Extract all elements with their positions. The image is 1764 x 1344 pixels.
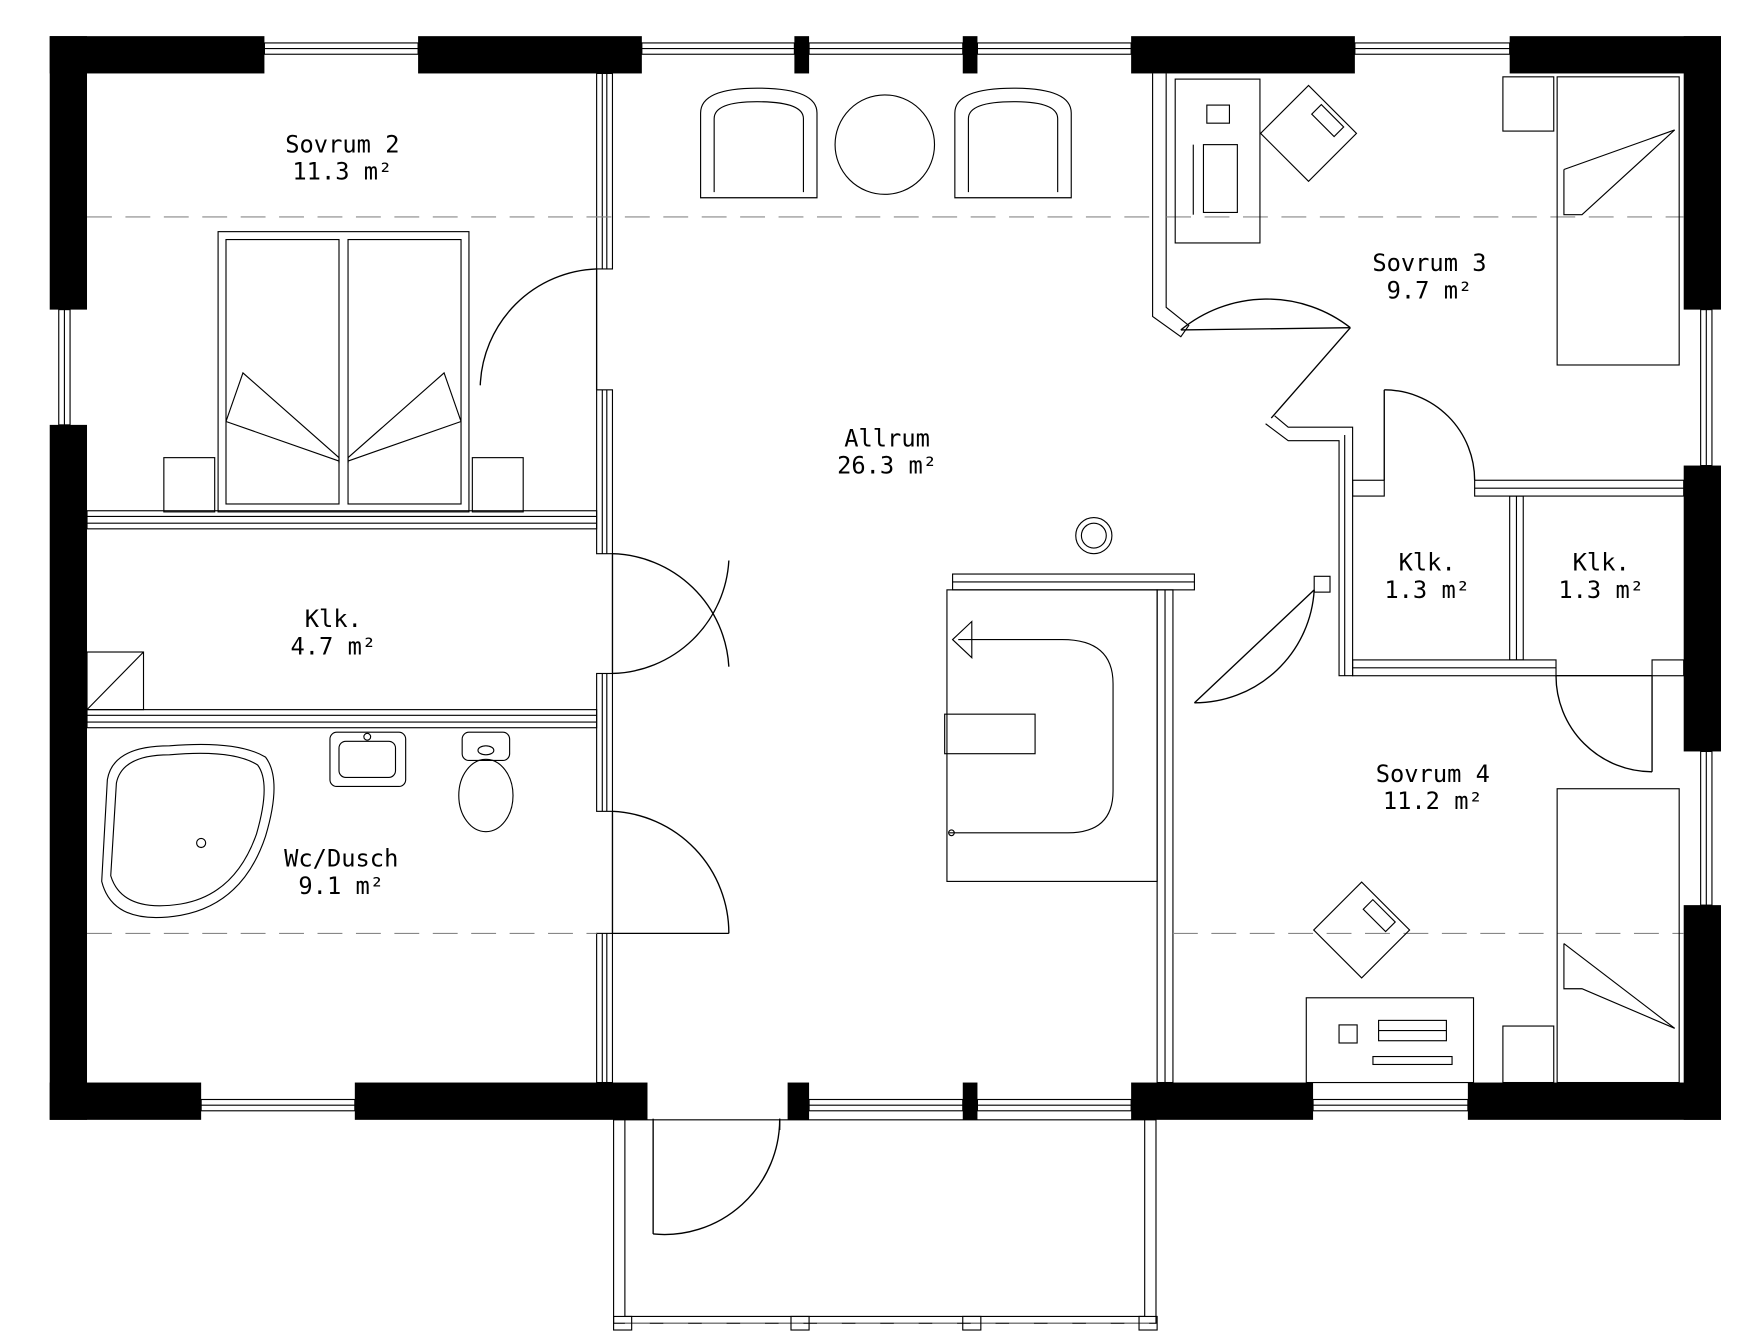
wall-bottom-5 <box>1131 1082 1314 1120</box>
single-bed-sovrum3 <box>1502 76 1680 366</box>
door-klk-right-1 <box>1383 389 1476 481</box>
single-bed-sovrum4 <box>1502 788 1680 1084</box>
toilet <box>458 731 514 833</box>
wall-top-2 <box>418 36 642 74</box>
wall-top-5 <box>1131 36 1355 74</box>
desk-sovrum3 <box>1174 78 1261 244</box>
kitchen-unit <box>944 620 1114 837</box>
door-sovrum4 <box>1193 589 1315 704</box>
room-labels: Sovrum 2 11.3 m² Sovrum 3 9.7 m² Allrum … <box>284 131 1644 900</box>
window-left-1 <box>58 309 71 426</box>
window-bottom-3 <box>976 1098 1132 1112</box>
room-wc-dusch-name: Wc/Dusch <box>284 845 398 873</box>
window-top-4 <box>976 42 1132 55</box>
window-top-1 <box>263 42 419 55</box>
window-bottom-4 <box>1312 1098 1469 1112</box>
entrance-porch <box>613 1119 1158 1331</box>
wall-right-2 <box>1683 465 1721 752</box>
exterior-walls <box>49 36 1721 1120</box>
wall-top-3 <box>794 36 810 74</box>
room-klk-left-area: 4.7 m² <box>291 632 377 660</box>
wall-left-1 <box>49 36 88 310</box>
nightstand-left <box>163 457 216 513</box>
room-klk-mid-area: 1.3 m² <box>1384 576 1470 604</box>
room-sovrum2-name: Sovrum 2 <box>285 131 399 159</box>
room-klk-right-name: Klk. <box>1573 549 1630 577</box>
room-sovrum2-area: 11.3 m² <box>292 158 392 186</box>
window-bottom-1 <box>200 1098 356 1112</box>
door-sovrum2 <box>479 268 598 390</box>
door-klk-left <box>611 553 730 675</box>
room-klk-left-name: Klk. <box>305 605 362 633</box>
door-klk-right-2 <box>1555 675 1653 773</box>
room-wc-dusch-area: 9.1 m² <box>298 872 384 900</box>
wall-bottom-6 <box>1467 1082 1721 1120</box>
office-chair-sovrum3 <box>1259 84 1358 183</box>
shower-corner <box>86 651 145 711</box>
room-sovrum4-name: Sovrum 4 <box>1376 760 1490 788</box>
door-sovrum3 <box>1180 298 1351 419</box>
window-top-2 <box>641 42 795 55</box>
room-sovrum3-area: 9.7 m² <box>1387 276 1473 304</box>
armchair-right <box>954 87 1072 199</box>
wall-top-4 <box>962 36 978 74</box>
window-top-3 <box>808 42 964 55</box>
room-sovrum3-name: Sovrum 3 <box>1372 249 1486 277</box>
wall-bottom-3 <box>787 1082 810 1120</box>
sink <box>329 731 407 788</box>
wall-bottom-4 <box>962 1082 978 1120</box>
bathtub <box>101 743 275 919</box>
window-bottom-2 <box>808 1098 964 1112</box>
wall-right-3 <box>1683 905 1721 1120</box>
office-chair-sovrum4 <box>1312 881 1411 979</box>
nightstand-right <box>471 457 524 513</box>
room-klk-right-area: 1.3 m² <box>1558 576 1644 604</box>
window-right-1 <box>1700 309 1713 467</box>
room-klk-mid-name: Klk. <box>1399 549 1456 577</box>
window-top-5 <box>1354 42 1511 55</box>
wall-right-1 <box>1683 36 1721 310</box>
door-entrance <box>652 1118 781 1236</box>
desk-sovrum4 <box>1305 997 1475 1084</box>
doors <box>479 268 1653 1236</box>
interior-walls <box>86 72 1685 1084</box>
round-table <box>834 94 936 195</box>
room-allrum-area: 26.3 m² <box>837 451 937 479</box>
armchair-left <box>700 87 818 199</box>
ceiling-lines <box>87 216 1684 934</box>
windows <box>58 42 1713 1112</box>
wall-left-2 <box>49 424 88 1120</box>
double-bed <box>163 231 524 513</box>
door-wc <box>611 810 730 935</box>
window-right-2 <box>1700 750 1713 906</box>
room-allrum-name: Allrum <box>844 424 930 452</box>
wall-bottom-2 <box>354 1082 648 1120</box>
chimney <box>1075 516 1113 555</box>
room-sovrum4-area: 11.2 m² <box>1383 787 1483 815</box>
